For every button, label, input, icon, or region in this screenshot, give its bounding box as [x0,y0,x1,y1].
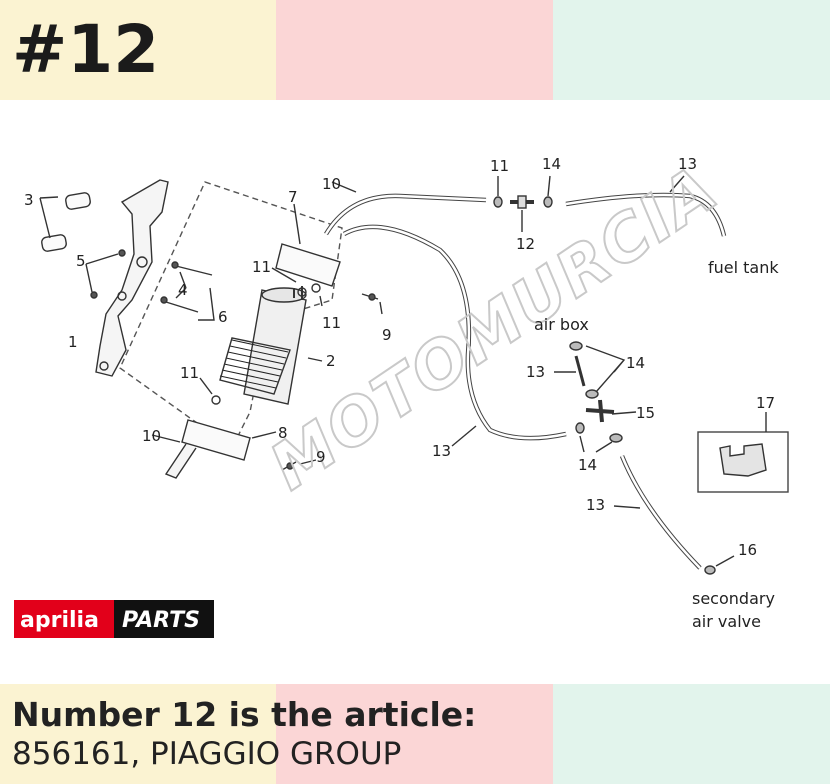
article-number: #12 [12,11,160,88]
part-label: 10 [322,175,341,193]
header-band [0,0,830,100]
brand-name: aprilia [20,608,99,633]
caption-title: Number 12 is the article: [12,695,477,734]
fuel-tank-label: fuel tank [708,258,779,277]
part-label: 4 [178,281,188,299]
brand-red-block [14,600,114,638]
part-label: 13 [432,442,451,460]
part-label: 7 [288,188,298,206]
parts-diagram: MOTOMURCIA 1 2 3 4 5 6 7 8 9 9 10 10 11 … [14,151,789,638]
part-label: 16 [738,541,757,559]
part-label: 12 [516,235,535,253]
header-band-green [553,0,830,100]
part-label: 14 [626,354,645,372]
brand-black-block [114,600,214,638]
secondary-air-valve-label-line1: secondary [692,589,775,608]
part-label: 11 [490,157,509,175]
part-label: 1 [68,333,78,351]
part-label: 8 [278,424,288,442]
part-label: 3 [24,191,34,209]
secondary-air-valve-label-line2: air valve [692,612,761,631]
aprilia-parts-logo: aprilia PARTS [14,600,214,638]
air-box-label: air box [534,315,589,334]
part-labels: 1 2 3 4 5 6 7 8 9 9 10 10 11 11 11 11 12… [24,155,775,559]
header-band-pink [276,0,553,100]
part-label: 11 [322,314,341,332]
part-label: 17 [756,394,775,412]
part-label: 14 [542,155,561,173]
part-label: 9 [316,448,326,466]
footer-band-green [553,684,830,784]
part-label: 11 [252,258,271,276]
part-label: 2 [326,352,336,370]
part-label: 11 [180,364,199,382]
part-label: 9 [382,326,392,344]
footer-band-yellow [0,684,276,784]
part-label: 6 [218,308,228,326]
part-label: 5 [76,252,86,270]
footer-band-pink [276,684,553,784]
footer-band [0,684,830,784]
part-label: 10 [142,427,161,445]
caption-subtitle: 856161, PIAGGIO GROUP [12,736,402,772]
part-label: 13 [678,155,697,173]
part-label: 13 [526,363,545,381]
part-label: 14 [578,456,597,474]
part-label: 13 [586,496,605,514]
brand-suffix: PARTS [122,608,200,633]
header-band-yellow [0,0,276,100]
part-label: 15 [636,404,655,422]
